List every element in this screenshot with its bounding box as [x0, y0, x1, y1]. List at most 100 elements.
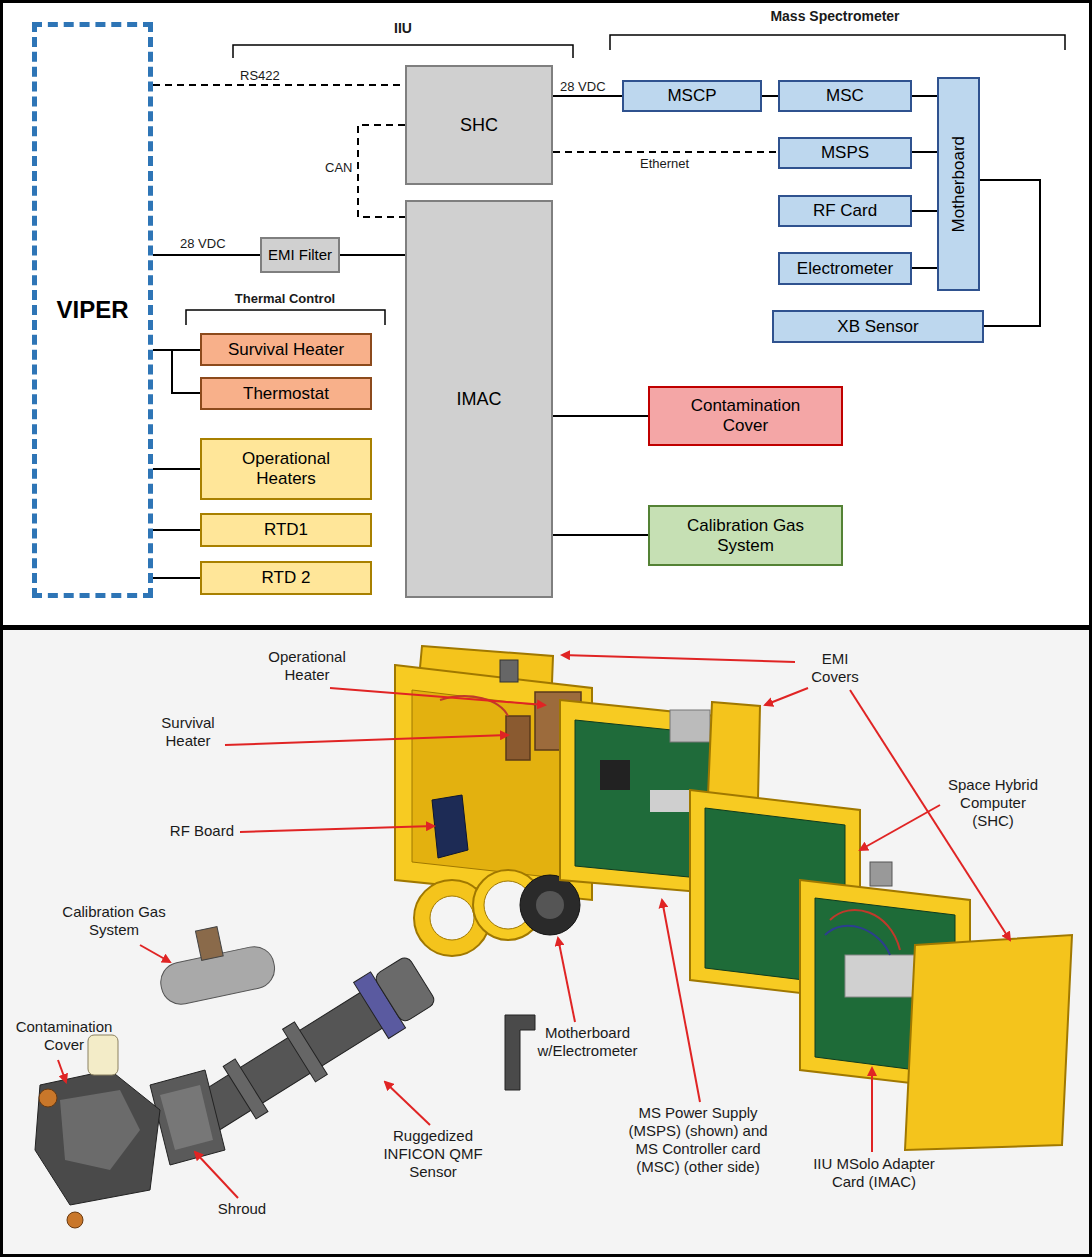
node-label: IMAC [457, 389, 502, 410]
node-label: MSC [826, 86, 864, 106]
emi-cover [708, 702, 760, 800]
callout-label: Space Hybrid Computer (SHC) [942, 776, 1044, 830]
connector-part [500, 660, 518, 682]
qmf-clamp [283, 1022, 328, 1082]
flange-bore [430, 896, 474, 940]
cover-actuator [88, 1035, 118, 1075]
leader-arrow [562, 655, 795, 662]
cover-mechanism [60, 1090, 140, 1170]
ms-block: MSPS [778, 137, 912, 169]
connector [553, 151, 778, 153]
connector [762, 95, 778, 97]
group-label: IIU [373, 20, 433, 37]
callout-label: Survival Heater [152, 714, 224, 750]
connector-part [870, 862, 892, 886]
edge-label: 28 VDC [180, 236, 226, 252]
adapter-box: IMAC [405, 200, 553, 598]
wire-harness [825, 926, 890, 955]
edge-label: 28 VDC [560, 79, 606, 95]
callout-label: Ruggedized INFICON QMF Sensor [378, 1127, 488, 1181]
cover-assembly [35, 1070, 160, 1205]
qmf-end [373, 955, 437, 1024]
leader-arrow [871, 1068, 873, 1152]
connector [912, 95, 937, 97]
gas-valve [195, 927, 223, 961]
thermostat-box: Thermostat [200, 377, 372, 410]
sensor-box: RTD1 [200, 513, 372, 547]
node-label: XB Sensor [837, 317, 918, 337]
leader-arrow [330, 688, 545, 705]
connector [553, 415, 648, 417]
connector [912, 267, 937, 269]
leader-arrow [860, 805, 940, 850]
connector [340, 254, 405, 256]
connector [912, 210, 937, 212]
ms-block: MSC [778, 80, 912, 112]
leader-arrow [765, 688, 808, 705]
node-label: RTD1 [264, 520, 308, 540]
callout-label: Operational Heater [262, 648, 352, 684]
group-label: Mass Spectrometer [735, 8, 935, 25]
ms-block: Electrometer [778, 252, 912, 285]
leader-arrow [58, 1060, 66, 1082]
connector [912, 151, 937, 153]
gear [39, 1089, 57, 1107]
connector [980, 180, 1040, 326]
motherboard-hub [536, 891, 564, 919]
callout-label: Shroud [212, 1200, 272, 1218]
node-label: Contamination Cover [681, 396, 811, 435]
edge-label: CAN [325, 160, 352, 176]
node-label: SHC [460, 115, 498, 136]
group-label: Thermal Control [215, 291, 355, 307]
chip [650, 790, 690, 812]
connector [153, 529, 200, 531]
node-label: Thermostat [243, 384, 329, 404]
motherboard-disc [520, 875, 580, 935]
gas-system-box: Calibration Gas System [648, 505, 843, 566]
bracket-part [505, 1015, 535, 1090]
connector [553, 95, 622, 97]
callout-label: MS Power Supply (MSPS) (shown) and MS Co… [622, 1104, 774, 1176]
leader-arrow [662, 900, 700, 1102]
computer-box: SHC [405, 65, 553, 185]
edge-label: Ethernet [640, 156, 689, 172]
connector [358, 125, 405, 217]
group-bracket [233, 45, 573, 58]
system-box: VIPER [32, 22, 153, 598]
cal-gas-group [151, 917, 278, 1008]
qmf-clamp [223, 1059, 268, 1119]
callout-label: Motherboard w/Electrometer [530, 1024, 645, 1060]
gear [67, 1212, 83, 1228]
sensor-block: XB Sensor [772, 310, 984, 343]
bracket-part [670, 710, 710, 742]
node-label: Electrometer [797, 259, 893, 279]
callout-label: IIU MSolo Adapter Card (IMAC) [808, 1155, 940, 1191]
node-label: Calibration Gas System [676, 516, 816, 555]
node-label: MSPS [821, 143, 869, 163]
callout-label: EMI Covers [800, 650, 870, 686]
leader-arrow [225, 735, 508, 745]
connector [553, 534, 648, 536]
motherboard-block: Motherboard [937, 77, 980, 291]
cover-box: Contamination Cover [648, 386, 843, 446]
leader-arrow [558, 938, 575, 1022]
node-label: VIPER [56, 296, 128, 324]
node-label: EMI Filter [268, 246, 332, 263]
leader-arrow [385, 1082, 430, 1125]
group-bracket [186, 310, 385, 325]
connector [153, 254, 260, 256]
ms-block: RF Card [778, 195, 912, 227]
node-label: RF Card [813, 201, 877, 221]
callout-label: Contamination Cover [8, 1018, 120, 1054]
callout-label: RF Board [162, 822, 234, 840]
node-label: RTD 2 [262, 568, 311, 588]
rf-board [432, 795, 468, 858]
chip [600, 760, 630, 790]
connector [153, 577, 200, 579]
heater-box: Survival Heater [200, 333, 372, 366]
connector [153, 468, 200, 470]
